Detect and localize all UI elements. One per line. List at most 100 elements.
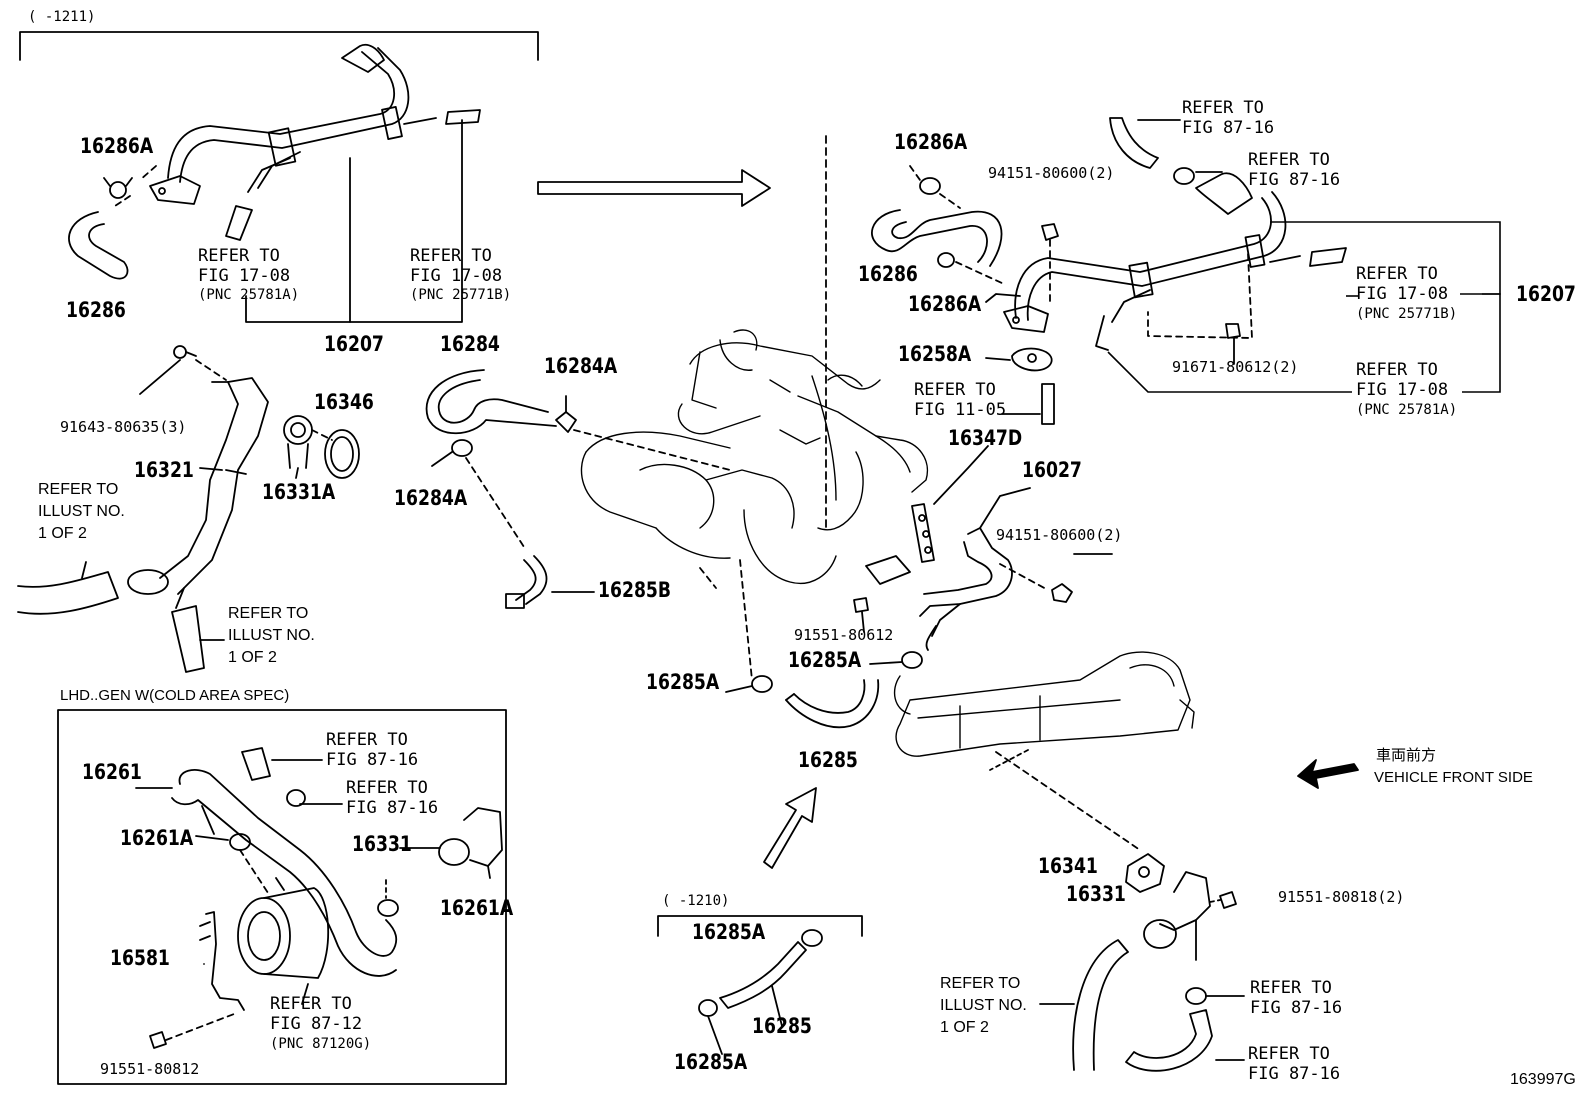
part-16581[interactable]: 16581 xyxy=(110,946,170,970)
part-16285-bottom[interactable]: 16285 xyxy=(752,1014,812,1038)
refer-line: REFER TO xyxy=(270,994,352,1014)
thermostat-16331-inset xyxy=(438,807,503,879)
part-16207-top-left[interactable]: 16207 xyxy=(324,332,384,356)
part-91551-80812[interactable]: 91551-80812 xyxy=(100,1060,200,1078)
refer-fig-17-08-pnc-25781a-right[interactable]: REFER TO FIG 17-08 (PNC 25781A) xyxy=(1356,360,1458,418)
refer-fig-87-16-bottom-1[interactable]: REFER TO FIG 87-16 xyxy=(1250,980,1342,1017)
direction-label-jp: 車両前方 xyxy=(1376,747,1437,764)
refer-fig-17-08-pnc-25771b-right[interactable]: REFER TO FIG 17-08 (PNC 25771B) xyxy=(1356,266,1458,322)
refer-line: REFER TO xyxy=(1356,360,1438,380)
part-16284[interactable]: 16284 xyxy=(440,332,500,356)
hose-down-to-illust xyxy=(171,605,205,673)
water-pipe-16207-top-left xyxy=(149,43,481,241)
part-16286A-top-left[interactable]: 16286A xyxy=(80,134,154,158)
refer-page: 1 OF 2 xyxy=(38,525,87,542)
hose-16285 xyxy=(785,679,880,729)
part-16331-inset[interactable]: 16331 xyxy=(352,832,412,856)
engine-turbo-outline xyxy=(580,329,929,584)
hose-br-illust xyxy=(1072,939,1129,1071)
refer-pnc: (PNC 25781A) xyxy=(1356,402,1458,418)
refer-line: REFER TO xyxy=(38,481,119,498)
refer-illust: ILLUST NO. xyxy=(940,997,1027,1014)
part-16321[interactable]: 16321 xyxy=(134,458,194,482)
part-16341[interactable]: 16341 xyxy=(1038,854,1098,878)
refer-fig-87-16-inset-2[interactable]: REFER TO FIG 87-16 xyxy=(346,780,438,817)
refer-fig: FIG 11-05 xyxy=(914,400,1007,420)
part-16258A[interactable]: 16258A xyxy=(898,342,972,366)
refer-illust-bottom[interactable]: REFER TO ILLUST NO. 1 OF 2 xyxy=(940,976,1027,1036)
refer-pnc: (PNC 25771B) xyxy=(1356,306,1458,322)
hose-16285-bottom xyxy=(719,941,807,1009)
hose-refer-87-16-top xyxy=(1109,117,1159,169)
refer-illust-left-b[interactable]: REFER TO ILLUST NO. 1 OF 2 xyxy=(228,606,315,666)
gasket-16346 xyxy=(324,429,360,479)
clamp-16284A-lower xyxy=(451,439,473,457)
part-16261A-lower[interactable]: 16261A xyxy=(440,896,514,920)
refer-fig: FIG 17-08 xyxy=(1356,380,1449,400)
refer-fig-87-16-top-2[interactable]: REFER TO FIG 87-16 xyxy=(1248,152,1340,189)
refer-fig-87-16-top-1[interactable]: REFER TO FIG 87-16 xyxy=(1182,100,1274,137)
part-16284A-lower[interactable]: 16284A xyxy=(394,486,468,510)
vehicle-front-arrow xyxy=(1297,759,1359,789)
refer-line: REFER TO xyxy=(940,975,1021,992)
refer-fig: FIG 17-08 xyxy=(1356,284,1449,304)
refer-fig: FIG 87-16 xyxy=(326,750,419,770)
part-16207-right[interactable]: 16207 xyxy=(1516,282,1576,306)
part-91551-80612[interactable]: 91551-80612 xyxy=(794,626,894,644)
refer-illust: ILLUST NO. xyxy=(228,627,315,644)
part-16285A-upper[interactable]: 16285A xyxy=(788,648,862,672)
clamp-16261A-lower xyxy=(377,899,399,917)
water-pipe-16207-right xyxy=(985,172,1347,351)
part-16331A[interactable]: 16331A xyxy=(262,480,336,504)
bolt-91551-80612 xyxy=(853,597,869,613)
hose-br-87-16 xyxy=(1125,1009,1213,1072)
nut-94151-lower xyxy=(1051,583,1073,603)
inset-title: LHD..GEN W(COLD AREA SPEC) xyxy=(60,687,290,704)
part-16284A-upper[interactable]: 16284A xyxy=(544,354,618,378)
refer-line: REFER TO xyxy=(198,246,280,266)
part-91643-80635[interactable]: 91643-80635(3) xyxy=(60,418,187,436)
part-16261A-upper[interactable]: 16261A xyxy=(120,826,194,850)
part-91551-80818[interactable]: 91551-80818(2) xyxy=(1278,888,1405,906)
part-16285[interactable]: 16285 xyxy=(798,748,858,772)
range-label-bottom-mid: ( -1210) xyxy=(662,893,730,909)
part-16286-right[interactable]: 16286 xyxy=(858,262,918,286)
hose-refer-87-16-inset xyxy=(241,747,271,781)
part-16027[interactable]: 16027 xyxy=(1022,458,1082,482)
part-94151-80600-upper[interactable]: 94151-80600(2) xyxy=(988,164,1115,182)
part-16286A-right-lower[interactable]: 16286A xyxy=(908,292,982,316)
refer-fig-87-16-bottom-2[interactable]: REFER TO FIG 87-16 xyxy=(1248,1046,1340,1083)
refer-illust-left-a[interactable]: REFER TO ILLUST NO. 1 OF 2 xyxy=(38,482,125,542)
refer-line: REFER TO xyxy=(1250,978,1332,998)
refer-fig-11-05[interactable]: REFER TO FIG 11-05 xyxy=(914,382,1006,419)
pipe-16027 xyxy=(865,487,1031,651)
refer-line: REFER TO xyxy=(914,380,996,400)
continuation-arrow xyxy=(537,169,771,207)
part-16286A-right-upper[interactable]: 16286A xyxy=(894,130,968,154)
refer-fig-87-12-pnc-87120g[interactable]: REFER TO FIG 87-12 (PNC 87120G) xyxy=(270,994,371,1052)
part-16285B[interactable]: 16285B xyxy=(598,578,672,602)
water-outlet-16331 xyxy=(1143,871,1211,961)
refer-line: REFER TO xyxy=(1248,150,1330,170)
part-94151-80600-lower[interactable]: 94151-80600(2) xyxy=(996,526,1123,544)
part-16261[interactable]: 16261 xyxy=(82,760,142,784)
clamp-refer-87-16 xyxy=(1173,167,1195,185)
part-16347D[interactable]: 16347D xyxy=(948,426,1023,450)
clamp-16286A-right-upper xyxy=(919,177,941,195)
part-16285A-left[interactable]: 16285A xyxy=(646,670,720,694)
refer-fig: FIG 17-08 xyxy=(198,266,291,286)
part-16285A-bottom-upper[interactable]: 16285A xyxy=(692,920,766,944)
part-16285A-bottom-lower[interactable]: 16285A xyxy=(674,1050,748,1074)
refer-fig-87-16-inset-1[interactable]: REFER TO FIG 87-16 xyxy=(326,732,418,769)
refer-fig-17-08-pnc-25781a-top-left[interactable]: REFER TO FIG 17-08 (PNC 25781A) xyxy=(198,246,299,303)
hose-left-to-illust xyxy=(17,571,119,615)
part-91671-80612[interactable]: 91671-80612(2) xyxy=(1172,358,1299,376)
part-16346[interactable]: 16346 xyxy=(314,390,374,414)
part-16331-bottom-right[interactable]: 16331 xyxy=(1066,882,1126,906)
bolt-91671 xyxy=(1225,323,1241,339)
refer-fig-17-08-pnc-25771b-top-left[interactable]: REFER TO FIG 17-08 (PNC 25771B) xyxy=(410,248,511,303)
refer-fig: FIG 87-16 xyxy=(1182,118,1275,138)
part-16286-top-left[interactable]: 16286 xyxy=(66,298,126,322)
